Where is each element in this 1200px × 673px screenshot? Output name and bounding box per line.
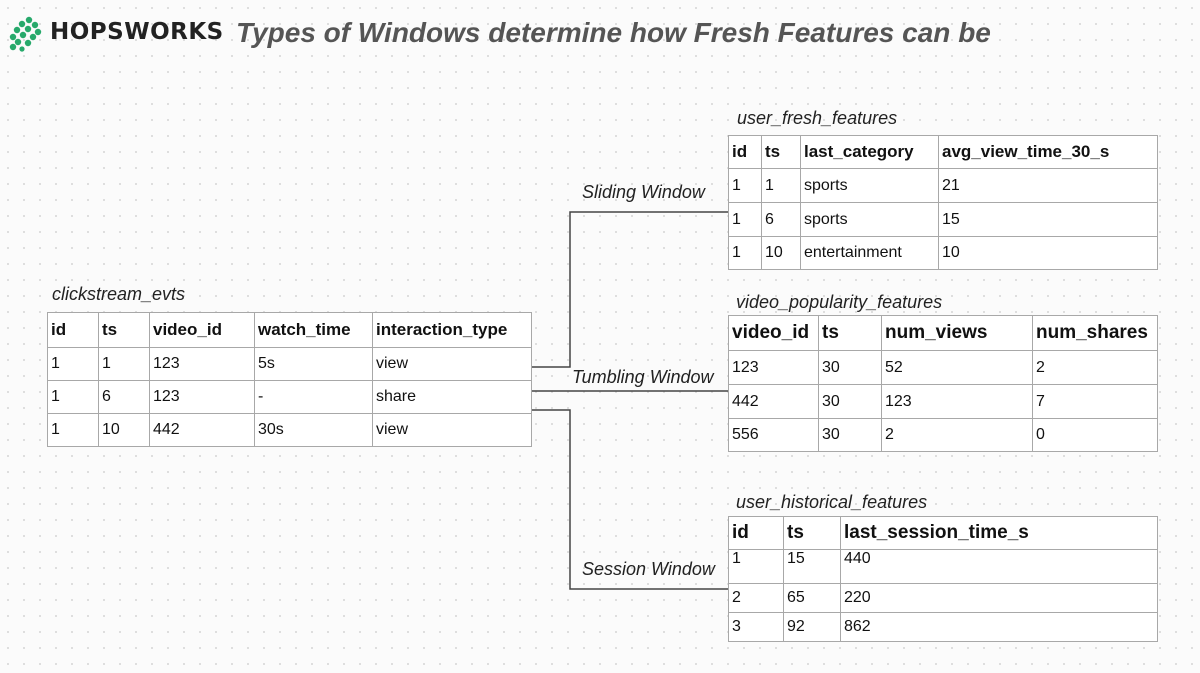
table-cell: 2 <box>1032 350 1158 385</box>
table-cell: 1 <box>47 413 99 447</box>
table-row: 1 15 440 <box>728 549 1158 584</box>
session-window-label: Session Window <box>582 559 715 579</box>
column-header: watch_time <box>254 312 373 348</box>
table-row: 1 10 entertainment 10 <box>728 236 1158 270</box>
table-cell: 52 <box>881 350 1033 385</box>
column-header: last_category <box>800 135 939 169</box>
table-cell: 1 <box>98 347 150 381</box>
table-cell: 6 <box>761 202 801 237</box>
user-historical-table-caption: user_historical_features <box>736 492 928 512</box>
column-header: last_session_time_s <box>840 516 1158 550</box>
table-cell: 10 <box>761 236 801 270</box>
column-header: id <box>728 135 762 169</box>
table-cell: 442 <box>149 413 255 447</box>
table-cell: view <box>372 347 532 381</box>
column-header: id <box>728 516 784 550</box>
table-cell: 30 <box>818 418 882 452</box>
table-cell: 2 <box>881 418 1033 452</box>
table-cell: 123 <box>149 380 255 414</box>
hop-cone-logo-icon <box>9 16 42 52</box>
slide-title: Types of Windows determine how Fresh Fea… <box>236 17 991 48</box>
brand-name: HOPSWORKS <box>50 19 224 45</box>
table-header-row: video_id ts num_views num_shares <box>728 315 1158 351</box>
table-row: 1 6 123 - share <box>47 380 532 414</box>
table-cell: 30 <box>818 350 882 385</box>
column-header: video_id <box>728 315 819 351</box>
table-cell: 6 <box>98 380 150 414</box>
sliding-window-connector <box>531 211 728 368</box>
table-cell: 442 <box>728 384 819 419</box>
table-header-row: id ts last_session_time_s <box>728 516 1158 550</box>
table-cell: 2 <box>728 583 784 613</box>
table-cell: view <box>372 413 532 447</box>
table-cell: 15 <box>938 202 1158 237</box>
table-header-row: id ts last_category avg_view_time_30_s <box>728 135 1158 169</box>
table-row: 3 92 862 <box>728 612 1158 642</box>
table-cell: 10 <box>938 236 1158 270</box>
table-cell: 21 <box>938 168 1158 203</box>
table-row: 556 30 2 0 <box>728 418 1158 452</box>
table-cell: 440 <box>840 549 1158 584</box>
table-cell: 1 <box>761 168 801 203</box>
column-header: num_views <box>881 315 1033 351</box>
header: HOPSWORKS Types of Windows determine how… <box>0 0 1200 70</box>
column-header: ts <box>761 135 801 169</box>
table-row: 1 1 sports 21 <box>728 168 1158 203</box>
table-cell: sports <box>800 202 939 237</box>
column-header: ts <box>98 312 150 348</box>
table-cell: 862 <box>840 612 1158 642</box>
table-row: 123 30 52 2 <box>728 350 1158 385</box>
video-popularity-table-caption: video_popularity_features <box>736 292 943 312</box>
table-row: 1 1 123 5s view <box>47 347 532 381</box>
table-cell: 65 <box>783 583 841 613</box>
user-fresh-table: id ts last_category avg_view_time_30_s 1… <box>728 135 1158 270</box>
clickstream-table: id ts video_id watch_time interaction_ty… <box>47 312 532 447</box>
table-cell: 1 <box>728 168 762 203</box>
column-header: ts <box>818 315 882 351</box>
table-row: 1 6 sports 15 <box>728 202 1158 237</box>
table-cell: 1 <box>728 549 784 584</box>
column-header: ts <box>783 516 841 550</box>
table-row: 2 65 220 <box>728 583 1158 613</box>
table-cell: sports <box>800 168 939 203</box>
clickstream-table-caption: clickstream_evts <box>52 284 186 304</box>
table-cell: 1 <box>728 236 762 270</box>
column-header: video_id <box>149 312 255 348</box>
table-cell: 123 <box>149 347 255 381</box>
table-cell: 123 <box>881 384 1033 419</box>
table-cell: 92 <box>783 612 841 642</box>
table-cell: - <box>254 380 373 414</box>
sliding-window-label: Sliding Window <box>582 182 705 202</box>
column-header: avg_view_time_30_s <box>938 135 1158 169</box>
table-cell: 0 <box>1032 418 1158 452</box>
table-cell: 1 <box>47 380 99 414</box>
table-cell: 30s <box>254 413 373 447</box>
table-cell: 556 <box>728 418 819 452</box>
column-header: id <box>47 312 99 348</box>
table-row: 1 10 442 30s view <box>47 413 532 447</box>
user-historical-table: id ts last_session_time_s 1 15 440 2 65 … <box>728 516 1158 642</box>
table-cell: 1 <box>47 347 99 381</box>
table-cell: share <box>372 380 532 414</box>
user-fresh-table-caption: user_fresh_features <box>737 108 898 128</box>
table-cell: 5s <box>254 347 373 381</box>
table-cell: 7 <box>1032 384 1158 419</box>
table-cell: 10 <box>98 413 150 447</box>
session-window-connector <box>531 409 728 590</box>
table-cell: entertainment <box>800 236 939 270</box>
tumbling-window-label: Tumbling Window <box>572 367 714 387</box>
column-header: num_shares <box>1032 315 1158 351</box>
video-popularity-table: video_id ts num_views num_shares 123 30 … <box>728 315 1158 452</box>
table-cell: 30 <box>818 384 882 419</box>
table-cell: 220 <box>840 583 1158 613</box>
table-row: 442 30 123 7 <box>728 384 1158 419</box>
table-cell: 3 <box>728 612 784 642</box>
table-cell: 1 <box>728 202 762 237</box>
table-header-row: id ts video_id watch_time interaction_ty… <box>47 312 532 348</box>
table-cell: 123 <box>728 350 819 385</box>
table-cell: 15 <box>783 549 841 584</box>
column-header: interaction_type <box>372 312 532 348</box>
